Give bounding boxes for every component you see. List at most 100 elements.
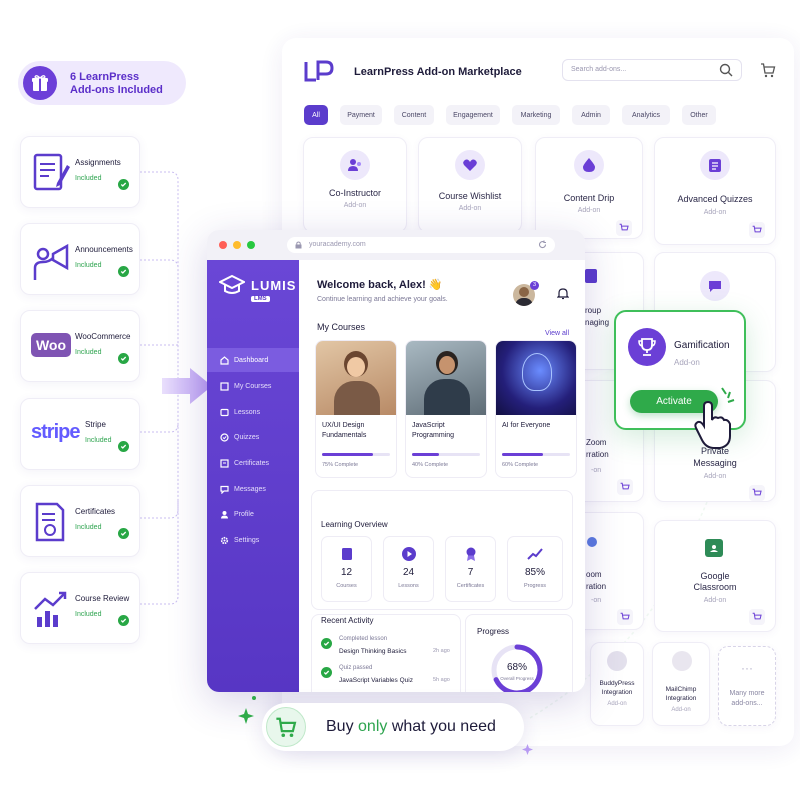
filter-payment[interactable]: Payment <box>340 105 382 125</box>
addon-card[interactable]: Advanced Quizzes Add-on <box>654 137 776 245</box>
gear-icon <box>220 536 229 545</box>
more-icon: ··· <box>741 661 753 675</box>
view-all-link[interactable]: View all <box>545 330 569 337</box>
addon-card[interactable]: BuddyPress Integration Add-on <box>590 642 644 726</box>
check-icon <box>321 638 332 649</box>
addon-name: Content Drip <box>563 193 615 203</box>
buy-tagline: Buy only what you need <box>262 703 524 751</box>
addon-type: Add-on <box>703 473 727 480</box>
addon-card[interactable]: Content Drip Add-on <box>535 137 643 239</box>
message-icon <box>700 271 730 301</box>
addon-name: BuddyPress Integration <box>599 680 635 696</box>
assignment-icon <box>31 151 71 195</box>
certificate-icon <box>31 500 71 544</box>
bell-icon[interactable] <box>556 287 570 305</box>
progress-heading: Progress <box>477 627 510 636</box>
filter-admin[interactable]: Admin <box>572 105 610 125</box>
group-icon <box>585 269 597 283</box>
addon-type: Add-on <box>343 202 367 209</box>
brand-sub: LMS <box>251 296 270 302</box>
course-progress-bar <box>502 453 570 456</box>
nav-my-courses[interactable]: My Courses <box>207 374 299 398</box>
stripe-logo: stripe <box>31 421 80 443</box>
cart-icon[interactable] <box>760 62 776 83</box>
addon-type: Add-on <box>577 207 601 214</box>
book-icon <box>220 382 229 391</box>
cart-icon[interactable] <box>749 485 765 501</box>
zoom-icon <box>587 537 597 547</box>
close-dot[interactable] <box>219 241 227 249</box>
filter-engagement[interactable]: Engagement <box>446 105 500 125</box>
overview-heading: Learning Overview <box>321 520 388 529</box>
course-card[interactable]: JavaScript Programming 40% Complete <box>405 340 487 478</box>
nav-dashboard[interactable]: Dashboard <box>207 348 299 372</box>
addon-card[interactable]: Google Classroom Add-on <box>654 520 776 632</box>
buddypress-icon <box>607 651 627 671</box>
filter-content[interactable]: Content <box>394 105 434 125</box>
check-icon <box>118 179 129 190</box>
sidebar: LUMIS LMS Dashboard My Courses Lessons Q… <box>207 260 299 692</box>
cart-icon[interactable] <box>749 609 765 625</box>
nav-settings[interactable]: Settings <box>207 528 299 552</box>
google-classroom-icon <box>705 539 723 557</box>
course-progress-label: 40% Complete <box>412 462 449 468</box>
check-icon <box>118 528 129 539</box>
lessons-icon <box>220 408 229 417</box>
learnpress-logo <box>302 58 334 84</box>
book-icon <box>339 546 355 562</box>
filter-analytics[interactable]: Analytics <box>622 105 670 125</box>
nav-certificates[interactable]: Certificates <box>207 451 299 475</box>
addon-announcements: Announcements Included <box>20 223 140 295</box>
addon-card[interactable]: MailChimp Integration Add-on <box>652 642 710 726</box>
addon-name: Google Classroom <box>693 571 737 592</box>
drop-icon <box>574 150 604 180</box>
arrow-right-icon <box>162 368 212 404</box>
stat-lessons: 24 Lessons <box>383 536 434 602</box>
addon-card[interactable]: Course Wishlist Add-on <box>418 137 522 233</box>
nav-messages[interactable]: Messages <box>207 477 299 501</box>
lock-icon <box>295 241 302 251</box>
address-bar[interactable]: youracademy.com <box>287 237 555 253</box>
more-addons-card[interactable]: ··· Many more add-ons... <box>718 646 776 726</box>
avatar[interactable] <box>513 284 535 306</box>
maximize-dot[interactable] <box>247 241 255 249</box>
addon-name: MailChimp Integration <box>665 686 697 702</box>
gamification-title: Gamification <box>674 340 730 351</box>
certificate-icon <box>220 459 229 468</box>
mailchimp-icon <box>672 651 692 671</box>
hand-cursor-icon <box>694 387 735 449</box>
course-card[interactable]: AI for Everyone 60% Complete <box>495 340 577 478</box>
cart-icon[interactable] <box>749 222 765 238</box>
nav-quizzes[interactable]: Quizzes <box>207 425 299 449</box>
notification-count-badge: 3 <box>530 281 539 290</box>
search-input[interactable]: Search add-ons... <box>562 59 742 81</box>
welcome-heading: Welcome back, Alex! 👋 <box>317 279 443 291</box>
check-icon <box>118 615 129 626</box>
course-thumbnail <box>496 341 576 415</box>
filter-marketing[interactable]: Marketing <box>512 105 560 125</box>
addon-card[interactable]: Co-Instructor Add-on <box>303 137 407 233</box>
nav-lessons[interactable]: Lessons <box>207 400 299 424</box>
activity-heading: Recent Activity <box>321 616 374 625</box>
cart-icon[interactable] <box>617 479 633 495</box>
stat-certificates: 7 Certificates <box>445 536 496 602</box>
progress-value: 68% <box>506 662 527 673</box>
addon-type: Add-on <box>703 209 727 216</box>
addon-stripe: stripe Stripe Included <box>20 398 140 470</box>
course-thumbnail <box>406 341 486 415</box>
cart-icon[interactable] <box>616 220 632 236</box>
minimize-dot[interactable] <box>233 241 241 249</box>
tagline-text: Buy only what you need <box>326 718 496 735</box>
dashboard-main: Welcome back, Alex! 👋 Continue learning … <box>299 260 585 692</box>
filter-all[interactable]: All <box>304 105 328 125</box>
activate-button[interactable]: Activate <box>630 390 718 413</box>
cart-icon[interactable] <box>617 609 633 625</box>
nav-profile[interactable]: Profile <box>207 502 299 526</box>
course-card[interactable]: UX/UI Design Fundamentals 75% Complete <box>315 340 397 478</box>
reload-icon[interactable] <box>538 240 547 251</box>
course-progress-label: 60% Complete <box>502 462 539 468</box>
home-icon <box>220 356 229 365</box>
filter-other[interactable]: Other <box>682 105 716 125</box>
